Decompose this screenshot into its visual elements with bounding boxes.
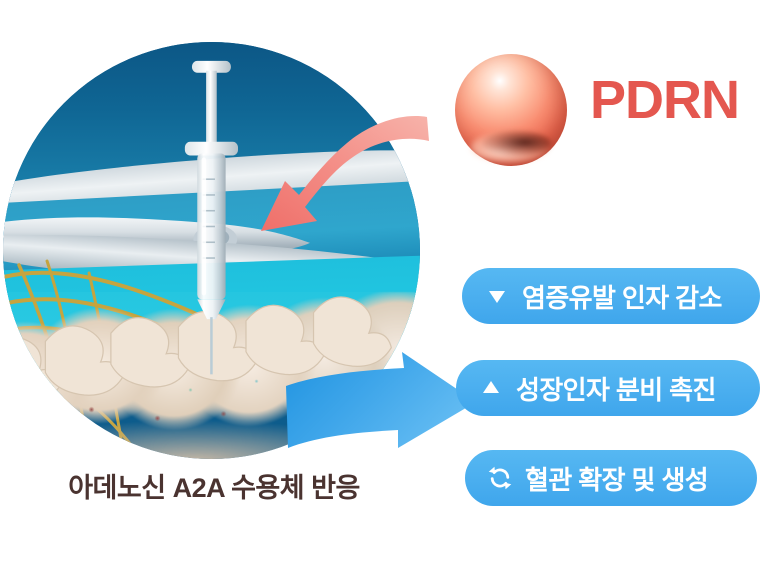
outbound-blue-arrow-icon [286, 352, 476, 448]
illustration-circle [3, 42, 420, 459]
effect-badge-label: 혈관 확장 및 생성 [525, 464, 709, 495]
effect-badge-label: 염증유발 인자 감소 [522, 282, 722, 313]
refresh-cycle-icon [485, 463, 515, 493]
triangle-down-icon [482, 281, 512, 311]
effect-badge-inflammation[interactable]: 염증유발 인자 감소 [462, 268, 760, 324]
triangle-up-icon [476, 373, 506, 403]
pdrn-title: PDRN [590, 70, 740, 130]
pdrn-brand-row: PDRN [452, 52, 752, 172]
effect-badge-vascular[interactable]: 혈관 확장 및 생성 [465, 450, 757, 506]
syringe-icon [184, 60, 239, 374]
pdrn-sphere-icon [455, 54, 567, 166]
vertebrae-outlines [3, 296, 393, 403]
illustration-caption: 아데노신 A2A 수용체 반응 [68, 473, 360, 503]
inbound-pink-arrow-icon [261, 116, 429, 231]
illustration-panel [3, 42, 420, 459]
effect-badge-growth-factor[interactable]: 성장인자 분비 촉진 [456, 360, 760, 416]
effect-badge-label: 성장인자 분비 촉진 [516, 374, 716, 405]
